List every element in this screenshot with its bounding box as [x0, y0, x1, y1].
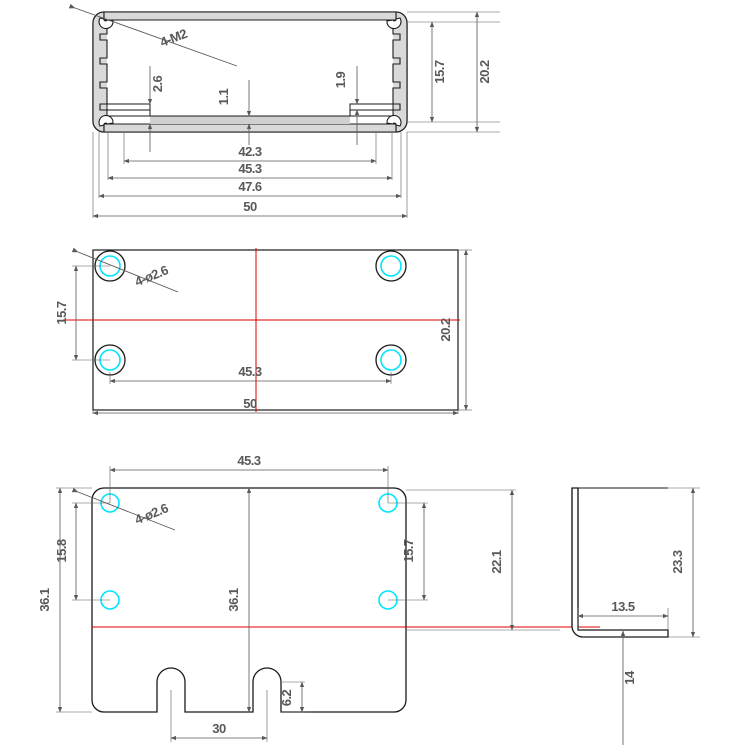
- view-end-panel: 4-ø2.6 15.7 20.2 45.3 50: [54, 247, 472, 416]
- dim-15-7-section-label: 15.7: [432, 60, 447, 84]
- dim-45-3-bracket-label: 45.3: [237, 453, 261, 468]
- dim-36-1-left: 36.1: [37, 487, 63, 713]
- dim-6-2-label: 6.2: [279, 689, 294, 706]
- dim-15-7-bracket: 15.7: [401, 502, 427, 601]
- dim-45-3-panel: 45.3: [109, 364, 392, 384]
- dim-15-7-panel-label: 15.7: [54, 301, 69, 325]
- dim-1-9-label: 1.9: [333, 71, 348, 88]
- l-bracket-profile: [571, 487, 669, 638]
- dim-1-1: 1.1: [216, 80, 252, 145]
- end-panel-outline: [92, 249, 459, 411]
- dim-2-6-label: 2.6: [150, 75, 165, 92]
- dim-42-3: 42.3: [123, 144, 377, 164]
- view-mounting-bracket: 4-ø2.6 45.3 36.1 15.8 36.1: [37, 453, 600, 742]
- dim-20-2-section-label: 20.2: [477, 60, 492, 84]
- dim-15-8-label: 15.8: [54, 539, 69, 563]
- dim-22-1: 22.1: [489, 489, 515, 631]
- dim-20-2-panel-label: 20.2: [438, 318, 453, 342]
- dim-13-5-label: 13.5: [611, 599, 635, 614]
- view-cross-section-profile: 4-M2 2.6 1.1 1.9 15.7: [68, 3, 500, 219]
- dim-50-panel: 50: [92, 396, 459, 416]
- dim-50-section-label: 50: [243, 199, 257, 214]
- dim-14: 14: [620, 630, 637, 745]
- profile-left-pcb-rail: [106, 103, 151, 111]
- dim-13-5: 13.5: [577, 599, 669, 619]
- dim-15-7-bracket-label: 15.7: [401, 539, 416, 563]
- dim-36-1-center: 36.1: [226, 487, 252, 713]
- screw-boss-bottom-left: [98, 114, 114, 127]
- dim-45-3-section-label: 45.3: [238, 161, 262, 176]
- dim-1-1-label: 1.1: [216, 88, 231, 105]
- view-bracket-side-profile: 22.1 13.5 23.3 14: [406, 487, 700, 745]
- dim-45-3-bracket: 45.3: [109, 453, 389, 473]
- profile-bottom-wall: [103, 123, 397, 133]
- screw-boss-bottom-right: [386, 114, 402, 127]
- dim-45-3-panel-label: 45.3: [238, 364, 262, 379]
- dim-20-2-section: 20.2: [474, 11, 492, 133]
- dim-14-label: 14: [622, 670, 637, 685]
- profile-left-rail-step: [106, 109, 151, 117]
- dim-36-1-left-label: 36.1: [37, 588, 52, 612]
- profile-top-wall: [103, 11, 397, 21]
- end-panel-hole-top-right: [375, 250, 407, 282]
- dim-50-section: 50: [92, 199, 408, 219]
- dim-47-6-label: 47.6: [238, 179, 262, 194]
- dim-45-3-section: 45.3: [107, 161, 393, 181]
- dim-47-6: 47.6: [98, 179, 402, 199]
- dim-6-2: 6.2: [279, 681, 305, 713]
- profile-right-pcb-rail: [349, 103, 394, 111]
- dim-30-label: 30: [212, 721, 226, 736]
- dim-15-7-section: 15.7: [429, 21, 447, 123]
- profile-right-wall: [392, 11, 408, 133]
- dim-23-3: 23.3: [670, 487, 696, 638]
- dim-36-1-center-label: 36.1: [226, 588, 241, 612]
- dim-15-8: 15.8: [54, 502, 79, 601]
- profile-inner-cavity: [107, 20, 393, 124]
- profile-right-rail-step: [349, 109, 394, 117]
- screw-boss-top-right: [386, 17, 402, 30]
- profile-left-wall: [92, 11, 108, 133]
- dim-42-3-label: 42.3: [238, 144, 262, 159]
- dim-50-panel-label: 50: [243, 396, 257, 411]
- dim-23-3-label: 23.3: [670, 550, 685, 574]
- dim-22-1-label: 22.1: [489, 550, 504, 574]
- dim-2-6: 2.6: [147, 66, 165, 152]
- dim-30: 30: [170, 721, 268, 741]
- dim-1-9: 1.9: [333, 66, 360, 145]
- profile-floor-band: [150, 116, 350, 124]
- dim-20-2-panel: 20.2: [438, 249, 469, 411]
- dim-15-7-panel: 15.7: [54, 265, 79, 361]
